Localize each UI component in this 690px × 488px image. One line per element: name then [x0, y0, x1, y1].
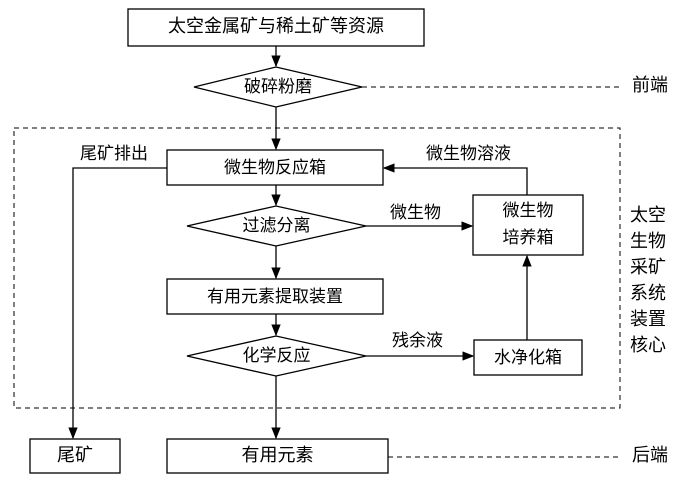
side-label-line-1: 太空: [630, 205, 666, 226]
top-resource-label: 太空金属矿与稀土矿等资源: [168, 16, 384, 37]
residue-label: 残余液: [392, 331, 443, 351]
culture-label-line1: 微生物: [502, 201, 554, 221]
tailings-box: [29, 438, 121, 474]
top-resource-box: [127, 8, 425, 47]
side-label-line-4: 系统: [630, 283, 666, 304]
microbe-label: 微生物: [390, 203, 441, 223]
back-label: 后端: [632, 445, 668, 466]
tailings-out-label: 尾矿排出: [80, 144, 148, 164]
arrow-culture-to-reactor: [382, 163, 528, 195]
crush-label: 破碎粉磨: [244, 77, 312, 97]
extract-label: 有用元素提取装置: [207, 287, 343, 307]
front-label: 前端: [632, 75, 668, 96]
crush-diamond: [193, 66, 363, 108]
filter-label: 过滤分离: [242, 216, 311, 236]
side-label-line-6: 核心: [630, 335, 666, 356]
chem-label: 化学反应: [242, 346, 311, 366]
tailings-label: 尾矿: [57, 445, 93, 466]
useful-label: 有用元素: [241, 445, 314, 466]
side-label-line-3: 采矿: [630, 257, 666, 278]
microbe-solution-label: 微生物溶液: [426, 144, 511, 164]
core-region-border: [13, 127, 621, 409]
useful-box: [166, 438, 389, 474]
side-label-line-5: 装置: [630, 309, 666, 330]
arrow-tailings-discharge: [68, 167, 167, 440]
extract-box: [166, 278, 384, 315]
reactor-label: 微生物反应箱: [224, 158, 326, 178]
side-label-line-2: 生物: [630, 231, 666, 252]
purify-label: 水净化箱: [494, 348, 562, 368]
culture-label-line2: 培养箱: [502, 228, 554, 248]
core-side-label: 太空 生物 采矿 系统 装置 核心: [630, 203, 666, 359]
purify-box: [473, 339, 583, 376]
